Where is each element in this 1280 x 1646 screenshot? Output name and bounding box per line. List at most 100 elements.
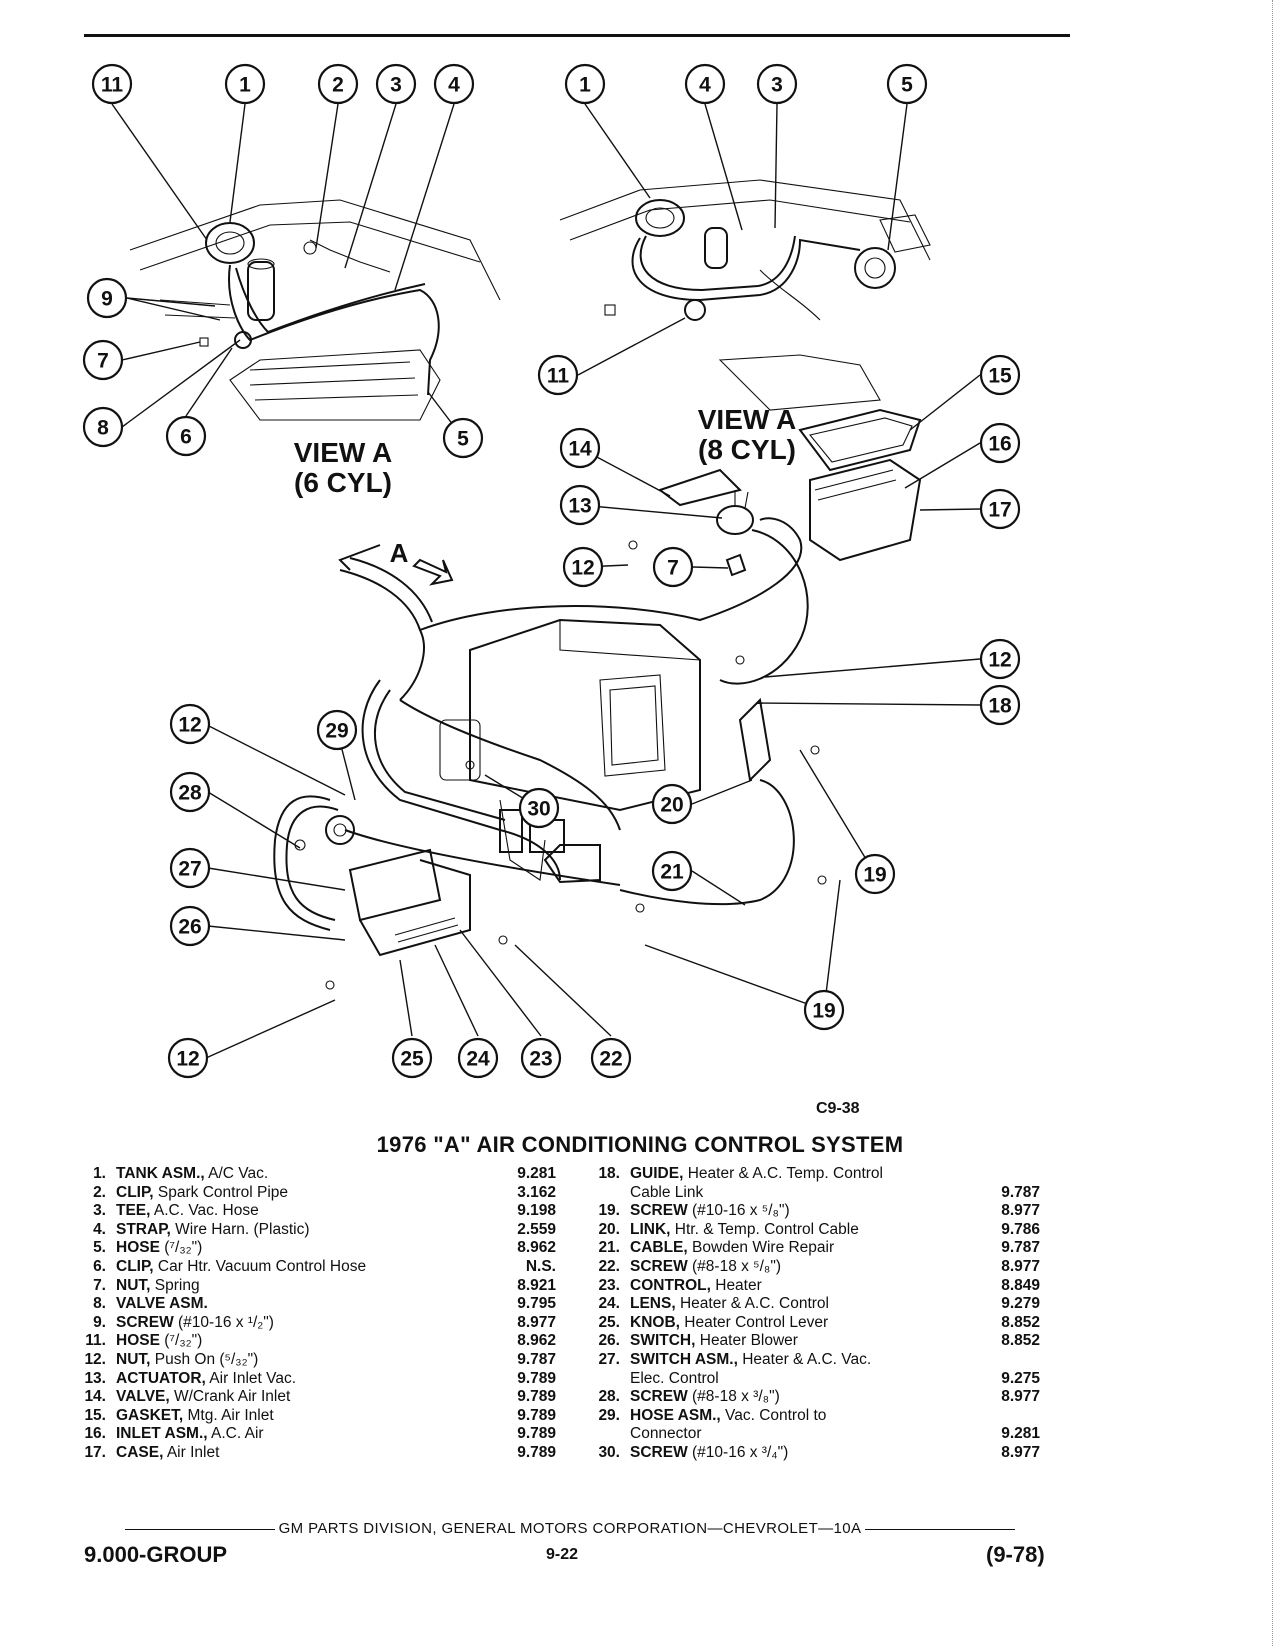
callout-circle (684, 63, 726, 105)
part-name: GUIDE, Heater & A.C. Temp. Control (630, 1165, 883, 1184)
callout-circle (169, 703, 211, 745)
part-description: (⁷/₃₂") (159, 1332, 203, 1350)
callout-circle (979, 684, 1021, 726)
callout-circle (854, 853, 896, 895)
part-catalog-code: 8.921 (517, 1276, 556, 1294)
callout-number: 18 (988, 695, 1012, 718)
part-name: HOSE (⁷/₃₂") (116, 1332, 202, 1351)
callout-18: 18 (979, 684, 1021, 726)
part-row: 30.SCREW (#10-16 x ³/₄")8.977 (590, 1444, 1040, 1463)
engine-6cyl-illustration (129, 199, 501, 421)
callout-circle (317, 63, 359, 105)
part-name: CONTROL, Heater (630, 1277, 762, 1296)
callout-4: 4 (433, 63, 475, 105)
callout-1: 1 (564, 63, 606, 105)
callout-11: 11 (91, 63, 133, 105)
part-catalog-code: 8.849 (1001, 1276, 1040, 1294)
part-number: 22. (598, 1257, 620, 1275)
part-catalog-code: 8.977 (1001, 1257, 1040, 1275)
part-name: Elec. Control (630, 1370, 719, 1389)
callout-12: 12 (979, 638, 1021, 680)
part-catalog-code: 8.852 (1001, 1313, 1040, 1331)
callout-5: 5 (442, 417, 484, 459)
part-name-bold: TEE, (116, 1202, 151, 1220)
view-a-arrow (412, 558, 454, 586)
part-name: SCREW (#10-16 x ³/₄") (630, 1444, 788, 1463)
part-row: 11.HOSE (⁷/₃₂")8.962 (76, 1332, 556, 1351)
callout-circle (165, 415, 207, 457)
part-description: (#10-16 x ³/₄") (687, 1443, 789, 1461)
part-description: Vac. Control to (720, 1406, 827, 1424)
part-number: 18. (598, 1165, 620, 1182)
callout-circle (979, 488, 1021, 530)
callout-7: 7 (652, 546, 694, 588)
part-name: ACTUATOR, Air Inlet Vac. (116, 1370, 296, 1389)
part-name-bold: VALVE ASM. (116, 1295, 208, 1313)
callout-circle (651, 850, 693, 892)
part-name: TANK ASM., A/C Vac. (116, 1165, 268, 1184)
callout-15: 15 (979, 354, 1021, 396)
part-catalog-code: 9.787 (1001, 1183, 1040, 1201)
callout-circle (652, 546, 694, 588)
callout-12: 12 (167, 1037, 209, 1079)
part-description: (#8-18 x ³/₈") (687, 1388, 780, 1406)
part-description: Connector (630, 1425, 702, 1443)
part-name-bold: SCREW (630, 1443, 688, 1461)
part-name-bold: SWITCH, (630, 1332, 696, 1350)
engine-8cyl-illustration (559, 179, 931, 411)
callout-circle (979, 354, 1021, 396)
part-description: Elec. Control (630, 1369, 719, 1387)
control-and-cable-illustration (273, 697, 827, 990)
footer-rule-left (124, 1528, 275, 1530)
callout-circle (224, 63, 266, 105)
callout-2: 2 (317, 63, 359, 105)
part-number: 28. (598, 1388, 620, 1406)
callout-circle (316, 709, 358, 751)
callout-23: 23 (520, 1037, 562, 1079)
callout-26: 26 (169, 905, 211, 947)
part-name: SCREW (#10-16 x ¹/₂") (116, 1314, 274, 1333)
part-name: NUT, Push On (⁵/₃₂") (116, 1351, 258, 1370)
callout-circle (559, 484, 601, 526)
callout-circle (433, 63, 475, 105)
part-name-bold: NUT, (116, 1350, 151, 1368)
callout-7: 7 (82, 339, 124, 381)
callout-number: 8 (97, 417, 109, 440)
air-inlet-parts-illustration (628, 408, 922, 685)
part-catalog-code: 8.977 (1001, 1202, 1040, 1220)
callout-number: 14 (568, 438, 592, 461)
part-row: 12.NUT, Push On (⁵/₃₂")9.787 (76, 1351, 556, 1370)
part-name: KNOB, Heater Control Lever (630, 1314, 828, 1333)
callout-number: 23 (529, 1048, 552, 1071)
part-row: 5.HOSE (⁷/₃₂")8.962 (76, 1239, 556, 1258)
part-catalog-code: 8.977 (1001, 1388, 1040, 1406)
part-name: VALVE ASM. (116, 1295, 208, 1314)
callout-circle (979, 422, 1021, 464)
part-name-bold: CASE, (116, 1443, 164, 1461)
callout-circle (520, 1037, 562, 1079)
part-catalog-code: 9.795 (517, 1295, 556, 1313)
part-row: 1.TANK ASM., A/C Vac.9.281 (76, 1165, 556, 1184)
part-name: SCREW (#10-16 x ⁵/₈") (630, 1202, 790, 1221)
part-number: 12. (84, 1350, 106, 1368)
part-name-bold: KNOB, (630, 1313, 680, 1331)
part-description: Push On (⁵/₃₂") (150, 1350, 259, 1368)
callout-number: 5 (457, 428, 469, 451)
callout-13: 13 (559, 484, 601, 526)
part-row: 29.HOSE ASM., Vac. Control to (590, 1407, 1040, 1426)
callout-number: 17 (988, 499, 1011, 522)
part-description: (#10-16 x ⁵/₈") (687, 1202, 790, 1220)
callout-17: 17 (979, 488, 1021, 530)
callout-number: 19 (863, 864, 886, 887)
callout-21: 21 (651, 850, 693, 892)
part-description: Heater & A.C. Control (675, 1295, 829, 1313)
callout-circle (803, 989, 845, 1031)
heater-case-illustration (338, 517, 803, 884)
part-name-bold: HOSE (116, 1332, 160, 1350)
part-name: VALVE, W/Crank Air Inlet (116, 1388, 290, 1407)
